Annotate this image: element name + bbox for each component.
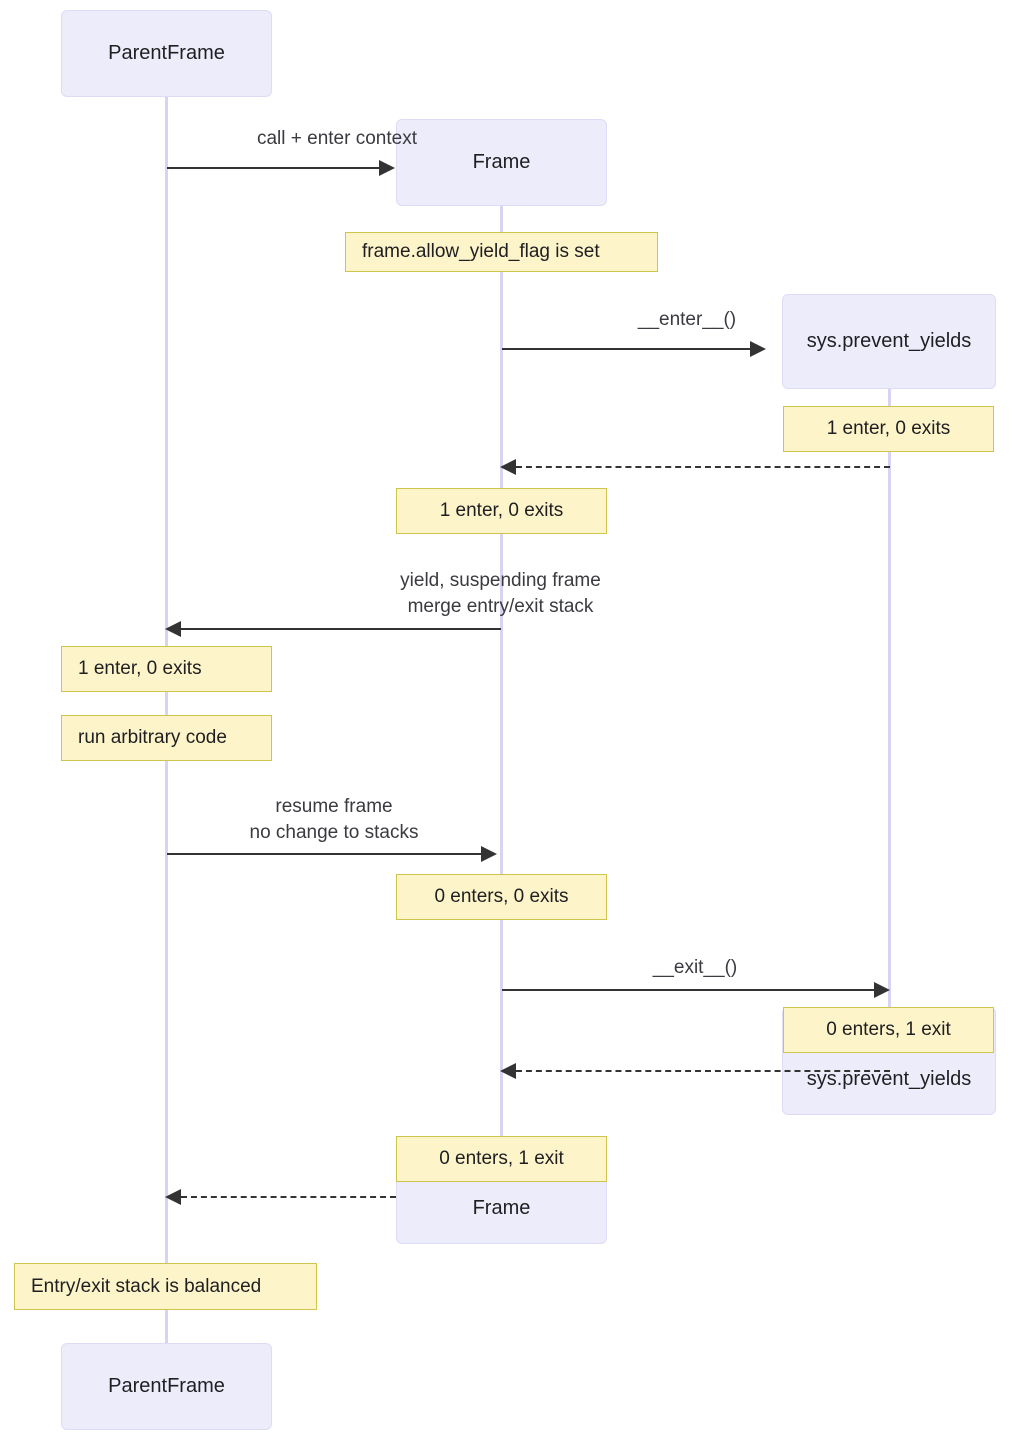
message-label-exit: __exit__() xyxy=(652,957,738,978)
message-arrowhead-exit xyxy=(874,982,890,998)
participant-label: Frame xyxy=(472,151,531,173)
participant-label: ParentFrame xyxy=(108,1375,225,1397)
message-line-return-frame xyxy=(181,1196,396,1198)
note-text: 0 enters, 0 exits xyxy=(434,886,569,907)
note-frame-0-enters-1-exit: 0 enters, 1 exit xyxy=(396,1136,607,1182)
message-arrowhead-enter xyxy=(750,341,766,357)
message-line-enter xyxy=(502,348,752,350)
note-frame-allow-yield-flag: frame.allow_yield_flag is set xyxy=(345,232,658,272)
note-frame-0-enters-0-exits: 0 enters, 0 exits xyxy=(396,874,607,920)
message-line-call-enter-context xyxy=(167,167,381,169)
note-parent-1-enter-0-exits: 1 enter, 0 exits xyxy=(61,646,272,692)
message-label-enter: __enter__() xyxy=(637,309,737,330)
note-text: 1 enter, 0 exits xyxy=(78,658,202,679)
note-parent-run-arbitrary-code: run arbitrary code xyxy=(61,715,272,761)
note-text: 1 enter, 0 exits xyxy=(439,500,564,521)
lifeline-sys-prevent-yields xyxy=(888,388,891,1018)
message-arrowhead-return-exit xyxy=(500,1063,516,1079)
message-line-return-exit xyxy=(516,1070,890,1072)
message-arrowhead-return-frame xyxy=(165,1189,181,1205)
note-text: Entry/exit stack is balanced xyxy=(31,1275,262,1297)
message-arrowhead-return-enter xyxy=(500,459,516,475)
note-text: frame.allow_yield_flag is set xyxy=(362,241,600,262)
message-line-yield-suspend xyxy=(181,628,501,630)
message-label-yield-suspend: yield, suspending frame merge entry/exit… xyxy=(400,570,601,617)
message-line-return-enter xyxy=(516,466,890,468)
message-line-resume-frame xyxy=(167,853,483,855)
note-frame-1-enter-0-exits: 1 enter, 0 exits xyxy=(396,488,607,534)
participant-parentframe-top[interactable]: ParentFrame xyxy=(61,10,272,97)
participant-parentframe-bottom[interactable]: ParentFrame xyxy=(61,1343,272,1430)
participant-frame-top[interactable]: Frame xyxy=(396,119,607,206)
message-arrowhead-call-enter-context xyxy=(379,160,395,176)
participant-label: sys.prevent_yields xyxy=(806,1068,972,1090)
participant-sys-prevent-yields-top[interactable]: sys.prevent_yields xyxy=(782,294,996,389)
participant-label: Frame xyxy=(472,1197,531,1219)
message-label-resume-frame: resume frame no change to stacks xyxy=(249,796,419,843)
note-text: run arbitrary code xyxy=(78,727,227,748)
note-text: 1 enter, 0 exits xyxy=(826,418,951,439)
note-text: 0 enters, 1 exit xyxy=(826,1019,951,1040)
note-parent-entry-exit-balanced: Entry/exit stack is balanced xyxy=(14,1263,317,1310)
note-sys-1-enter-0-exits: 1 enter, 0 exits xyxy=(783,406,994,452)
message-arrowhead-yield-suspend xyxy=(165,621,181,637)
participant-label: ParentFrame xyxy=(108,42,225,64)
lifeline-frame xyxy=(500,205,503,1185)
message-arrowhead-resume-frame xyxy=(481,846,497,862)
message-line-exit xyxy=(502,989,876,991)
participant-label: sys.prevent_yields xyxy=(806,330,972,352)
note-sys-0-enters-1-exit: 0 enters, 1 exit xyxy=(783,1007,994,1053)
note-text: 0 enters, 1 exit xyxy=(439,1148,564,1169)
message-label-call-enter-context: call + enter context xyxy=(256,128,417,149)
